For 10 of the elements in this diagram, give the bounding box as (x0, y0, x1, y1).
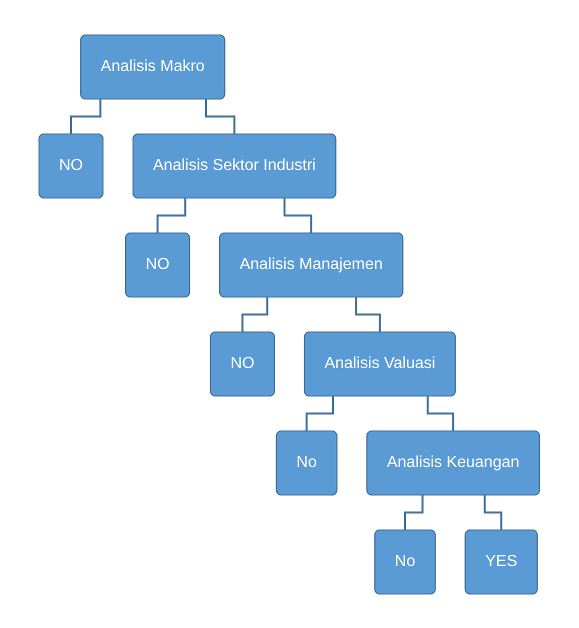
connector (306, 396, 334, 432)
connector (284, 198, 313, 234)
connector (205, 99, 236, 135)
connector (355, 297, 382, 333)
connector (70, 99, 102, 135)
connector (404, 495, 424, 531)
connector (156, 198, 187, 234)
connector (484, 495, 503, 531)
connector (427, 396, 455, 432)
connector (242, 297, 269, 333)
